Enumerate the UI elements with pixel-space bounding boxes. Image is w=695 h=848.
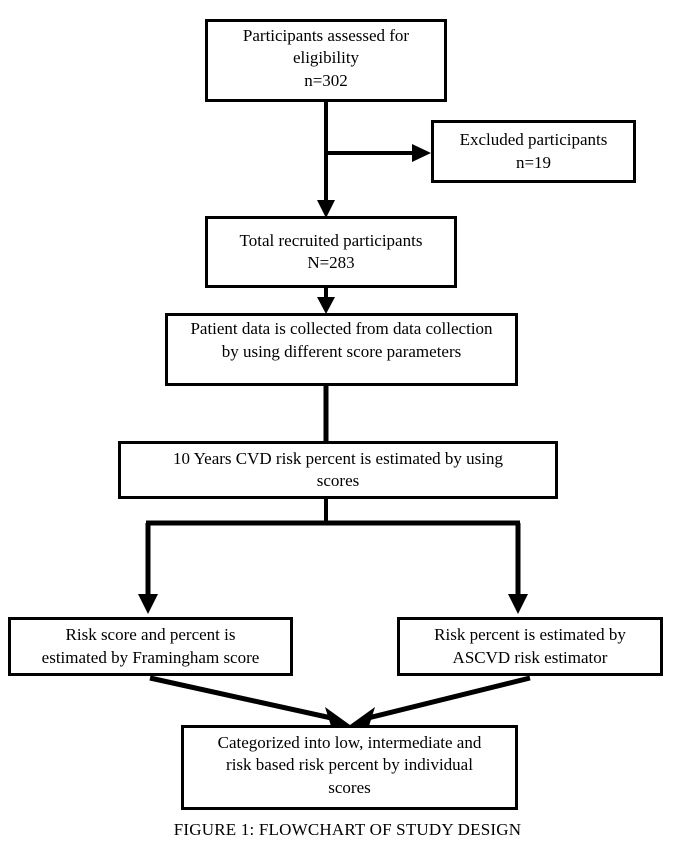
node-recruited-text: Total recruited participants N=283 [239,230,423,272]
arrowhead-into-recruited [317,200,335,218]
node-patient-data-text: Patient data is collected from data coll… [190,319,493,361]
node-categorized-text: Categorized into low, intermediate and r… [217,732,482,797]
edge-ascvd-categorized [363,675,531,722]
arrowhead-into-framingham [138,594,158,614]
node-ascvd-text: Risk percent is estimated by ASCVD risk … [434,625,626,667]
node-total-recruited-participants: Total recruited participants N=283 [205,216,457,288]
node-excluded-participants: Excluded participants n=19 [431,120,636,183]
node-framingham-score: Risk score and percent is estimated by F… [8,617,293,676]
node-ascvd-risk-estimator: Risk percent is estimated by ASCVD risk … [397,617,663,676]
node-ten-year-cvd-risk-percent: 10 Years CVD risk percent is estimated b… [118,441,558,499]
node-eligibility-text: Participants assessed for eligibility n=… [242,25,410,90]
arrowhead-into-categorized-right [350,707,375,726]
node-categorized-risk-levels: Categorized into low, intermediate and r… [181,725,518,810]
edge-framingham-categorized [149,675,337,722]
arrowhead-into-patientdata [317,297,335,314]
arrowhead-into-categorized-left [325,707,350,726]
figure-caption: FIGURE 1: FLOWCHART OF STUDY DESIGN [173,820,522,839]
arrowhead-into-ascvd [508,594,528,614]
arrowhead-into-excluded [412,144,431,162]
node-framingham-text: Risk score and percent is estimated by F… [41,625,260,667]
node-participants-assessed-for-eligibility: Participants assessed for eligibility n=… [205,19,447,102]
node-excluded-text: Excluded participants n=19 [459,130,608,172]
node-cvd-risk-text: 10 Years CVD risk percent is estimated b… [172,448,504,490]
node-patient-data-collection: Patient data is collected from data coll… [165,313,518,386]
